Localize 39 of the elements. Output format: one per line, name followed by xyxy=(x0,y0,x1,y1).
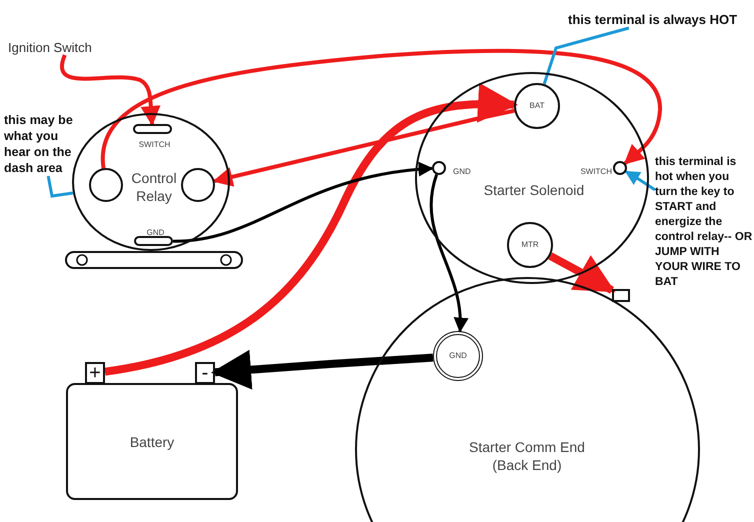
wire-arrow xyxy=(172,162,434,243)
terminal-circle xyxy=(181,168,215,202)
terminal-stud xyxy=(612,289,630,302)
terminal-label: SWITCH xyxy=(138,139,172,151)
terminal-label: BAT xyxy=(528,100,546,112)
component-label: Battery xyxy=(128,432,176,450)
terminal-label: SWITCH xyxy=(579,166,612,178)
terminal-label: GND xyxy=(448,350,468,362)
annotation-note: this may be what you hear on the dash area xyxy=(4,112,74,176)
wire-arrow xyxy=(430,174,468,333)
battery-body xyxy=(66,383,238,500)
relay-body xyxy=(72,113,230,251)
battery-terminal xyxy=(195,362,215,384)
terminal-circle xyxy=(89,168,123,202)
component-label: Starter Solenoid xyxy=(482,181,586,199)
leader-line xyxy=(624,170,656,192)
annotation-note: this terminal is always HOT xyxy=(568,12,738,28)
terminal-circle xyxy=(514,83,560,129)
wire-label: Ignition Switch xyxy=(8,40,93,55)
terminal-label: + xyxy=(88,361,102,385)
leader-line xyxy=(46,176,74,198)
wire-arrow xyxy=(548,252,616,294)
solenoid-body xyxy=(415,72,649,284)
leader-line xyxy=(542,26,630,85)
starter-body xyxy=(355,277,700,522)
wire-arrow xyxy=(104,83,518,376)
annotation-note: this terminal is hot when you turn the key to START and energize the control relay-- OR JUMP WITH YOUR WIRE TO BAT xyxy=(655,155,754,290)
terminal-label: MTR xyxy=(520,239,540,251)
wire-arrow xyxy=(211,350,434,390)
wire-arrow xyxy=(101,48,662,168)
terminal-label: GND xyxy=(146,227,166,239)
terminal-label: - xyxy=(200,361,210,385)
terminal-circle xyxy=(507,222,553,268)
wire-arrow xyxy=(212,108,515,187)
wire-arrow xyxy=(60,54,161,126)
component-label: Starter Comm End (Back End) xyxy=(468,438,586,474)
component-label: Control Relay xyxy=(130,169,178,205)
terminal-label: GND xyxy=(453,166,472,178)
terminal-circle xyxy=(433,331,483,381)
